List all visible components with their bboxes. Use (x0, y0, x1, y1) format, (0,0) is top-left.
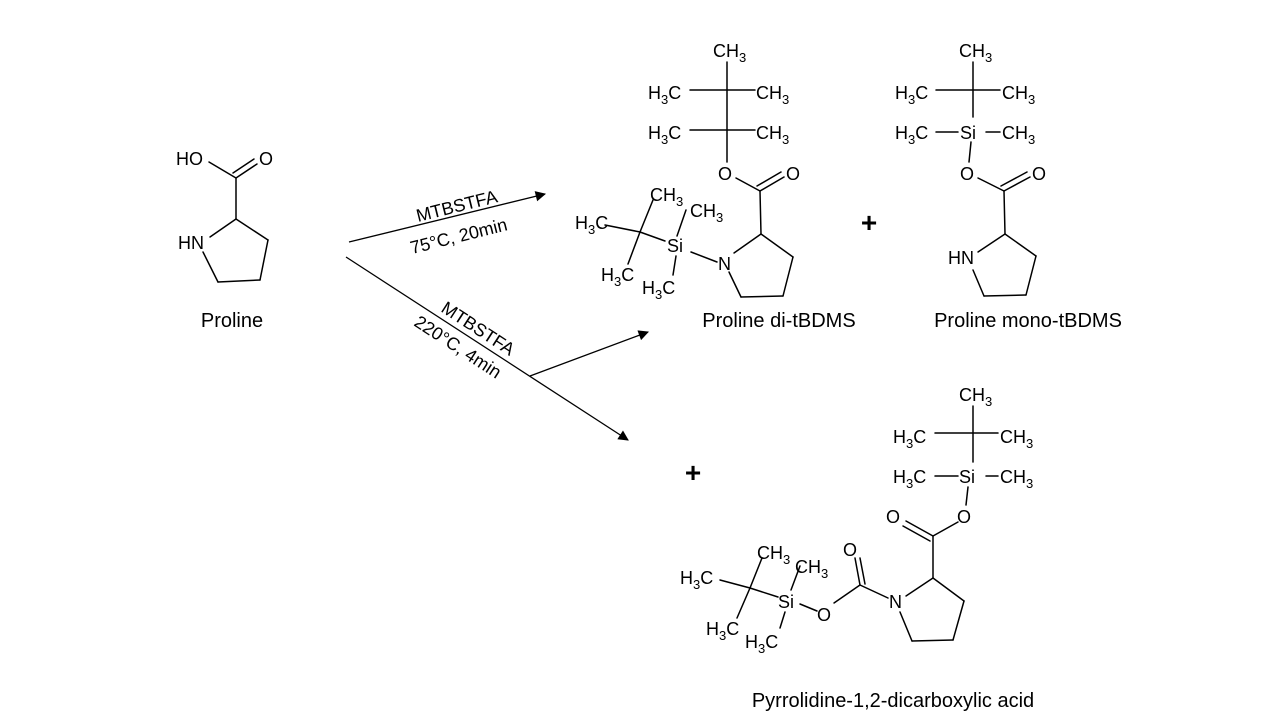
svg-text:H3C: H3C (601, 265, 634, 289)
proline-mono-tbdms-structure: CH3 H3C CH3 H3C Si CH3 O O HN (895, 41, 1046, 297)
pyrrolidine-structure: CH3 H3C CH3 H3C Si CH3 O O N O O Si (680, 385, 1033, 656)
svg-text:CH3: CH3 (795, 557, 828, 581)
atom-hn: HN (178, 233, 204, 253)
svg-text:H3C: H3C (893, 467, 926, 491)
atom-ho: HO (176, 149, 203, 169)
svg-text:O: O (817, 605, 831, 625)
svg-text:CH3: CH3 (959, 41, 992, 65)
svg-text:O: O (960, 164, 974, 184)
svg-text:N: N (718, 254, 731, 274)
svg-text:O: O (886, 507, 900, 527)
svg-text:N: N (889, 592, 902, 612)
svg-text:H3C: H3C (706, 619, 739, 643)
svg-text:H3C: H3C (648, 123, 681, 147)
svg-text:Si: Si (667, 236, 683, 256)
svg-text:H3C: H3C (893, 427, 926, 451)
svg-text:CH3: CH3 (959, 385, 992, 409)
proline-label: Proline (201, 310, 263, 332)
svg-text:CH3: CH3 (690, 201, 723, 225)
svg-text:Si: Si (959, 467, 975, 487)
svg-text:H3C: H3C (895, 83, 928, 107)
svg-text:CH3: CH3 (756, 83, 789, 107)
svg-text:H3C: H3C (895, 123, 928, 147)
reaction-arrow-1 (348, 191, 547, 243)
svg-text:O: O (843, 540, 857, 560)
svg-text:Si: Si (778, 592, 794, 612)
proline-mono-tbdms-label: Proline mono-tBDMS (934, 310, 1122, 332)
proline-di-tbdms-label: Proline di-tBDMS (702, 310, 855, 332)
svg-text:H3C: H3C (680, 568, 713, 592)
svg-text:O: O (1032, 164, 1046, 184)
svg-text:O: O (786, 164, 800, 184)
svg-text:CH3: CH3 (757, 543, 790, 567)
proline-di-tbdms-structure: CH3 H3C CH3 H3C CH3 O O N Si CH3 CH3 H3C (575, 41, 800, 302)
svg-text:CH3: CH3 (756, 123, 789, 147)
svg-text:CH3: CH3 (713, 41, 746, 65)
plus-sign-1: + (861, 207, 877, 238)
svg-text:CH3: CH3 (1000, 467, 1033, 491)
svg-text:HN: HN (948, 248, 974, 268)
pyrrolidine-label: Pyrrolidine-1,2-dicarboxylic acid (752, 690, 1034, 712)
svg-text:O: O (718, 164, 732, 184)
svg-text:H3C: H3C (642, 278, 675, 302)
reaction-arrow-2 (345, 256, 629, 441)
svg-text:H3C: H3C (745, 632, 778, 656)
svg-text:Si: Si (960, 123, 976, 143)
reaction-arrow-2-branch (529, 330, 649, 377)
svg-text:CH3: CH3 (1002, 123, 1035, 147)
proline-structure: HO O HN (176, 149, 273, 283)
atom-o: O (259, 149, 273, 169)
svg-text:O: O (957, 507, 971, 527)
svg-text:H3C: H3C (575, 213, 608, 237)
svg-text:CH3: CH3 (1000, 427, 1033, 451)
svg-text:CH3: CH3 (650, 185, 683, 209)
svg-text:CH3: CH3 (1002, 83, 1035, 107)
svg-text:H3C: H3C (648, 83, 681, 107)
plus-sign-2: + (685, 457, 701, 488)
